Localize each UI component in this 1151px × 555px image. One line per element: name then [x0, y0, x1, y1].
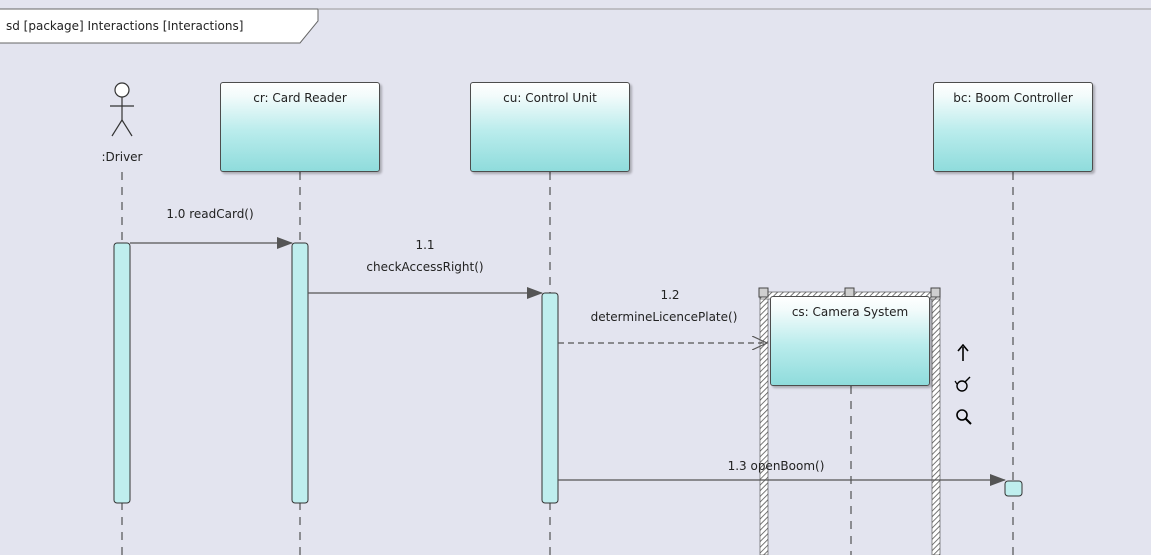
activation-card-reader — [291, 242, 309, 504]
message-checkaccessright-seq[interactable]: 1.1 — [415, 238, 435, 252]
frame-label-text: sd [package] Interactions [Interactions] — [6, 19, 244, 33]
lifeline-head-control-unit[interactable]: cu: Control Unit — [470, 82, 630, 172]
lifeline-head-camera-system[interactable]: cs: Camera System — [770, 296, 930, 386]
frame-label-box — [0, 8, 319, 44]
actor-driver-label: :Driver — [101, 150, 143, 164]
message-checkaccessright-label[interactable]: checkAccessRight() — [366, 260, 484, 274]
message-determinelicenceplate-label[interactable]: determineLicencePlate() — [590, 310, 738, 324]
activation-driver — [113, 242, 131, 504]
lifeline-camera-system-label: cs: Camera System — [791, 305, 909, 319]
frame-label: sd [package] Interactions [Interactions] — [0, 0, 320, 40]
activation-control-unit — [541, 292, 559, 504]
arrow-up-icon[interactable] — [956, 344, 970, 362]
message-determinelicenceplate-seq[interactable]: 1.2 — [660, 288, 680, 302]
message-openboom-label[interactable]: 1.3 openBoom() — [727, 459, 825, 473]
selection-handles[interactable] — [758, 287, 941, 298]
lifeline-head-boom-controller[interactable]: bc: Boom Controller — [933, 82, 1093, 172]
activation-boom-controller — [1004, 480, 1023, 497]
actor-driver-icon[interactable] — [110, 82, 134, 137]
lifeline-card-reader-label: cr: Card Reader — [253, 91, 347, 105]
hand-icon[interactable] — [954, 376, 972, 394]
lifeline-control-unit-label: cu: Control Unit — [503, 91, 597, 105]
zoom-icon[interactable] — [955, 408, 973, 426]
message-readcard-label[interactable]: 1.0 readCard() — [166, 207, 254, 221]
lifeline-boom-controller-label: bc: Boom Controller — [953, 91, 1073, 105]
lifeline-head-card-reader[interactable]: cr: Card Reader — [220, 82, 380, 172]
